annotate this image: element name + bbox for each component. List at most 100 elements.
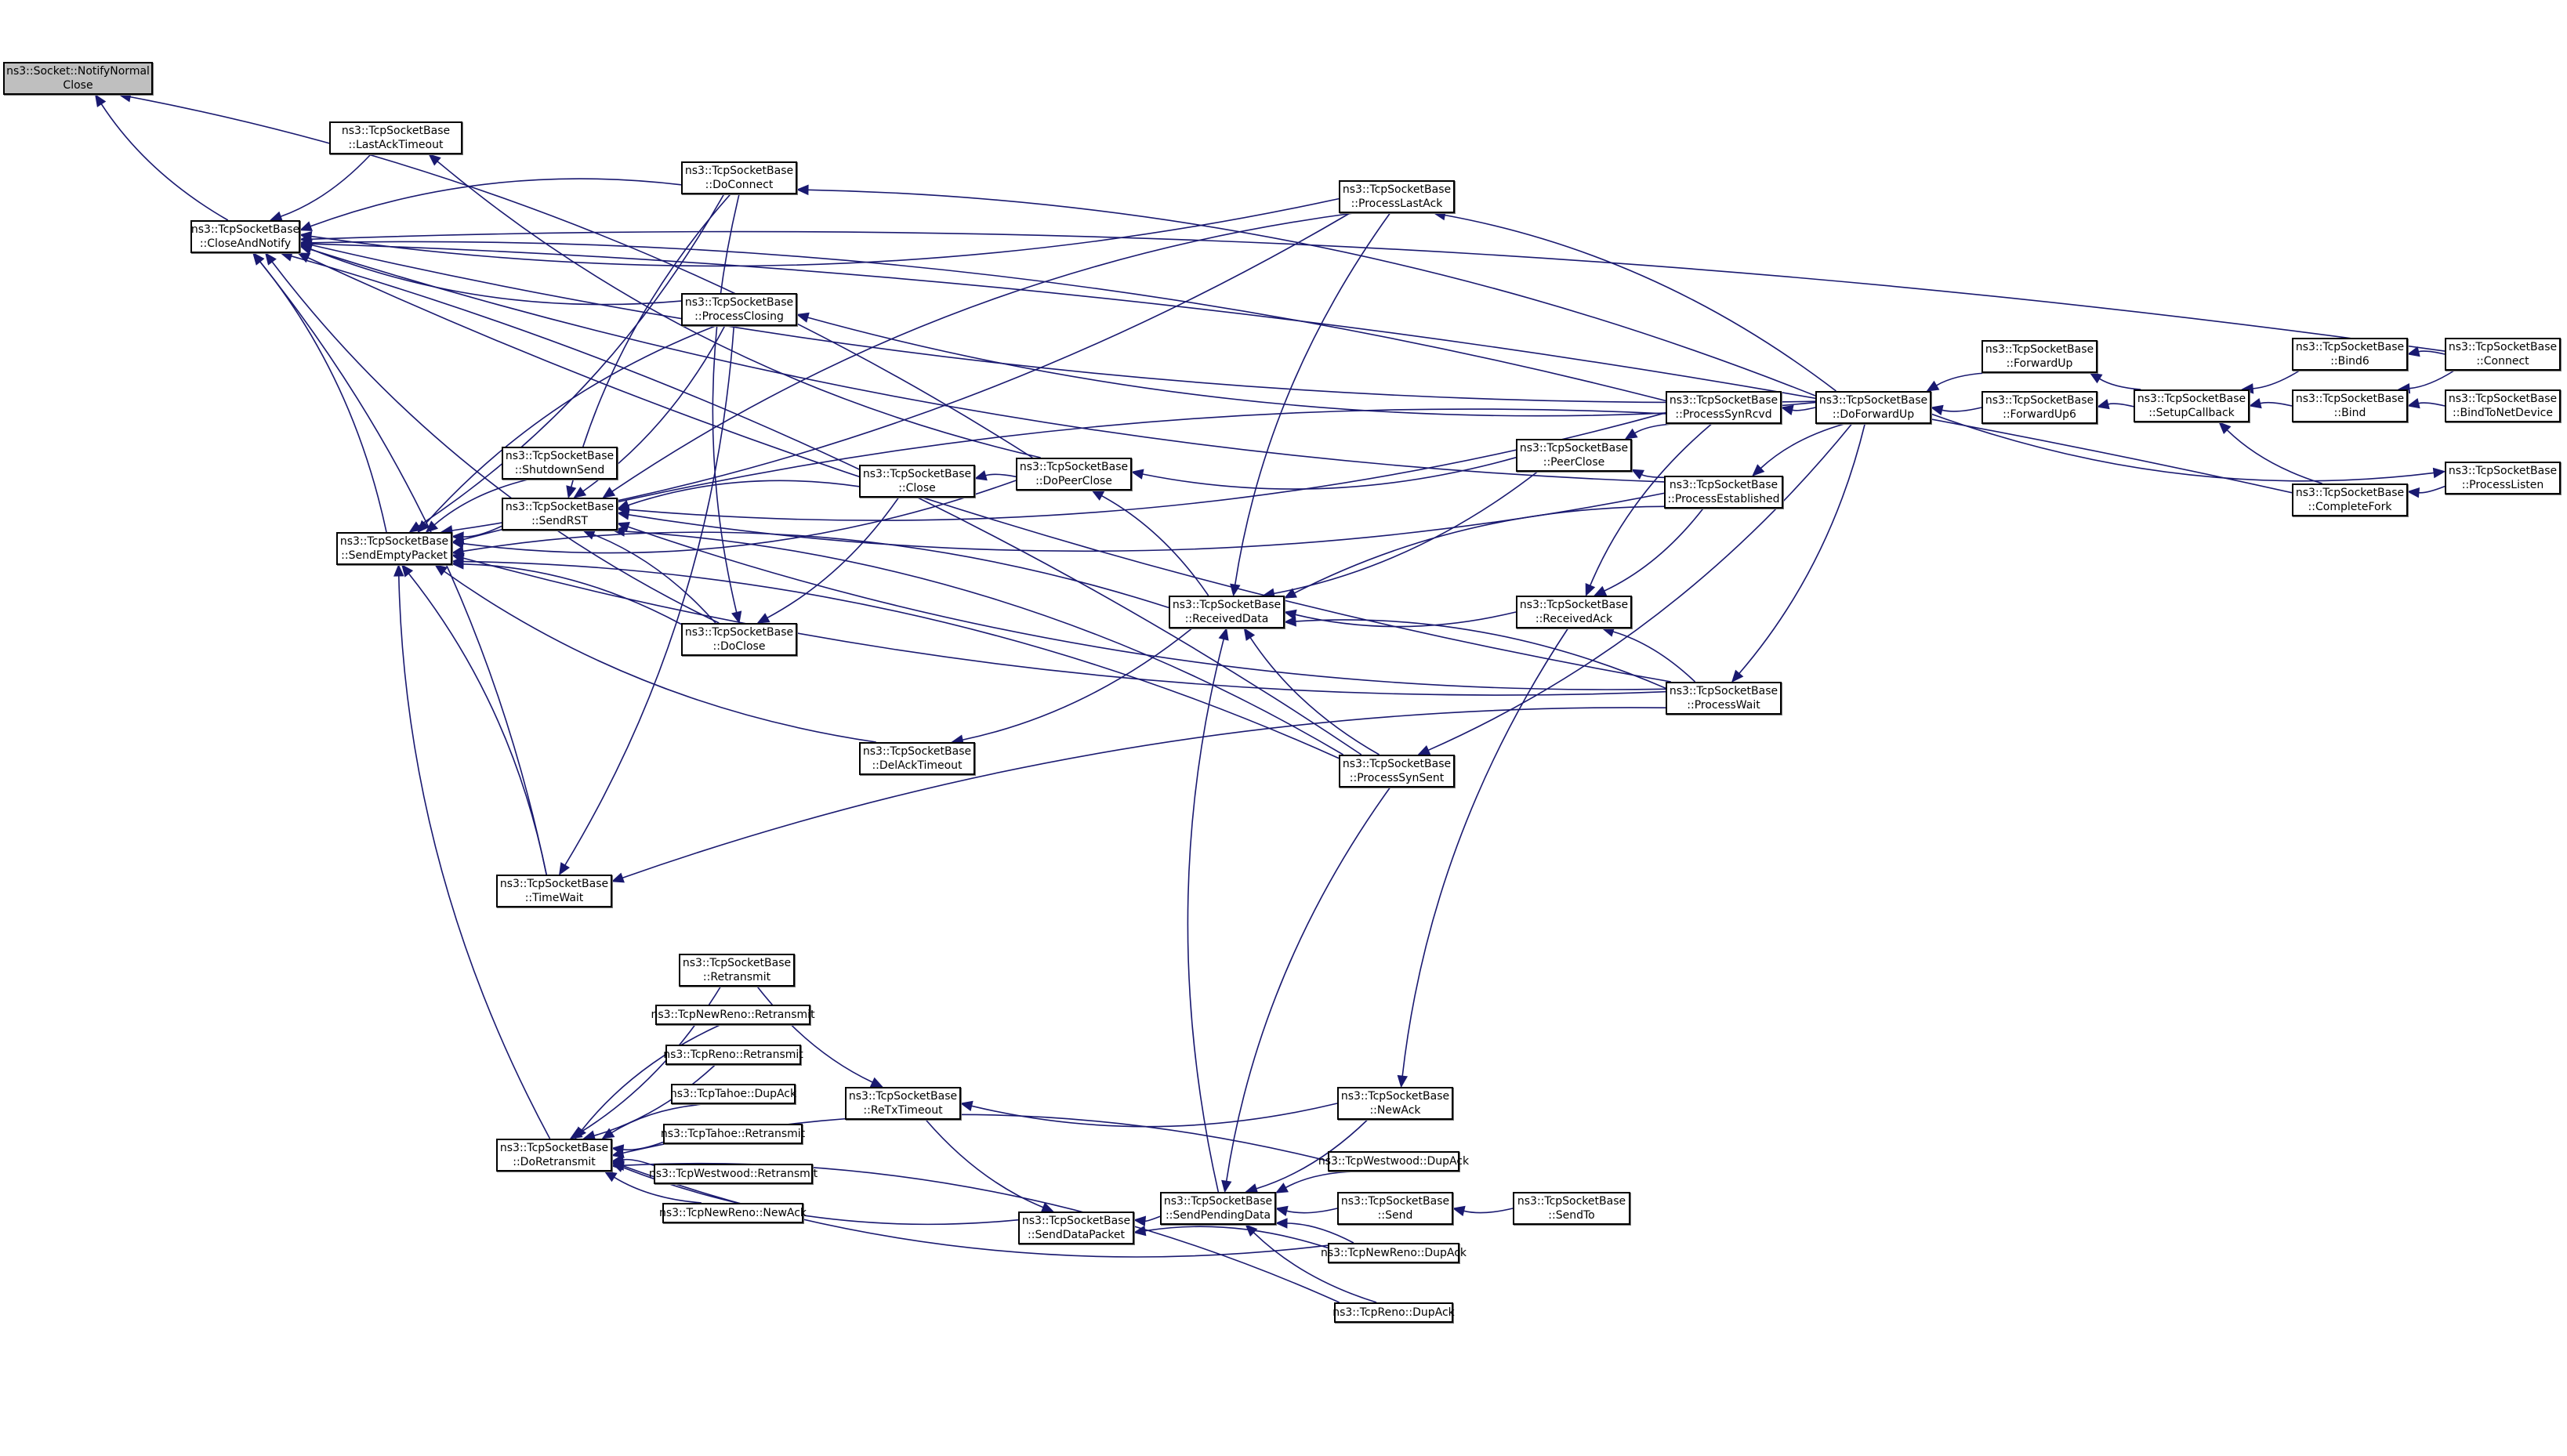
node-label-line2: ::ProcessWait bbox=[1687, 699, 1760, 712]
node-process-listen[interactable]: ns3::TcpSocketBase::ProcessListen bbox=[2445, 462, 2561, 494]
edge-process-listen-to-complete-fork bbox=[2418, 485, 2446, 494]
node-label-line2: ::BindToNetDevice bbox=[2453, 407, 2553, 419]
edge-send-rst-to-send-empty-packet bbox=[462, 525, 502, 538]
node-label-line1: ns3::TcpSocketBase bbox=[1519, 442, 1629, 455]
node-label-line2: ::ReTxTimeout bbox=[863, 1104, 943, 1117]
node-del-ack-timeout[interactable]: ns3::TcpSocketBase::DelAckTimeout bbox=[859, 742, 975, 775]
node-new-ack[interactable]: ns3::TcpSocketBase::NewAck bbox=[1337, 1087, 1453, 1120]
node-last-ack-timeout[interactable]: ns3::TcpSocketBase::LastAckTimeout bbox=[329, 121, 462, 154]
node-close[interactable]: ns3::TcpSocketBase::Close bbox=[859, 465, 975, 498]
node-label-line2: ::Close bbox=[898, 482, 936, 494]
arrowhead-icon bbox=[297, 252, 311, 263]
node-label-line1: ns3::TcpSocketBase bbox=[848, 1090, 958, 1103]
node-process-syn-sent[interactable]: ns3::TcpSocketBase::ProcessSynSent bbox=[1339, 755, 1455, 788]
arrowhead-icon bbox=[2218, 422, 2232, 434]
node-shutdown-send[interactable]: ns3::TcpSocketBase::ShutdownSend bbox=[502, 447, 618, 480]
node-bind[interactable]: ns3::TcpSocketBase::Bind bbox=[2292, 389, 2408, 422]
node-do-forward-up[interactable]: ns3::TcpSocketBase::DoForwardUp bbox=[1815, 391, 1931, 424]
node-label-line1: ns3::TcpSocketBase bbox=[1172, 599, 1282, 611]
arrowhead-icon bbox=[1926, 380, 1940, 392]
node-label-line2: ::NewAck bbox=[1369, 1104, 1421, 1117]
node-process-closing[interactable]: ns3::TcpSocketBase::ProcessClosing bbox=[681, 293, 797, 326]
edge-del-ack-timeout-to-send-empty-packet bbox=[444, 570, 876, 743]
node-label-line2: ::Connect bbox=[2476, 355, 2529, 368]
node-send-rst[interactable]: ns3::TcpSocketBase::SendRST bbox=[502, 498, 618, 531]
edge-process-last-ack-to-close-and-notify bbox=[310, 197, 1340, 267]
arrowhead-icon bbox=[731, 610, 742, 625]
edge-send-data-packet-to-do-retransmit bbox=[622, 1166, 1019, 1226]
node-label-line1: ns3::TcpSocketBase bbox=[499, 878, 609, 890]
node-process-established[interactable]: ns3::TcpSocketBase::ProcessEstablished bbox=[1664, 476, 1783, 509]
node-send-empty-packet[interactable]: ns3::TcpSocketBase::SendEmptyPacket bbox=[336, 532, 452, 565]
node-reno-dupack[interactable]: ns3::TcpReno::DupAck bbox=[1332, 1302, 1455, 1323]
node-tahoe-dupack[interactable]: ns3::TcpTahoe::DupAck bbox=[670, 1084, 796, 1104]
arrowhead-icon bbox=[574, 1126, 587, 1139]
arrowhead-icon bbox=[959, 1100, 974, 1111]
arrowhead-icon bbox=[1585, 583, 1596, 597]
node-retx-timeout[interactable]: ns3::TcpSocketBase::ReTxTimeout bbox=[845, 1087, 961, 1120]
node-send-data-packet[interactable]: ns3::TcpSocketBase::SendDataPacket bbox=[1018, 1212, 1134, 1244]
node-do-peer-close[interactable]: ns3::TcpSocketBase::DoPeerClose bbox=[1016, 458, 1132, 491]
arrowhead-icon bbox=[1274, 1205, 1289, 1216]
edge-peer-close-to-received-data bbox=[1274, 471, 1538, 595]
node-label-line1: ns3::TcpTahoe::Retransmit bbox=[660, 1128, 806, 1140]
edge-process-wait-to-send-rst bbox=[627, 526, 1666, 690]
arrowhead-icon bbox=[974, 470, 988, 481]
node-tahoe-retransmit[interactable]: ns3::TcpTahoe::Retransmit bbox=[660, 1124, 806, 1144]
edge-process-syn-sent-to-send-rst bbox=[624, 531, 1344, 755]
node-label-line1: ns3::TcpSocketBase bbox=[1021, 1215, 1131, 1227]
node-label-line2: ::DoForwardUp bbox=[1832, 408, 1915, 421]
edge-received-ack-to-new-ack bbox=[1401, 628, 1569, 1077]
node-send[interactable]: ns3::TcpSocketBase::Send bbox=[1337, 1192, 1453, 1225]
node-send-pending-data[interactable]: ns3::TcpSocketBase::SendPendingData bbox=[1160, 1192, 1276, 1225]
arrowhead-icon bbox=[2406, 487, 2420, 498]
node-do-connect[interactable]: ns3::TcpSocketBase::DoConnect bbox=[681, 161, 797, 194]
node-forward-up6[interactable]: ns3::TcpSocketBase::ForwardUp6 bbox=[1981, 391, 2097, 424]
node-newreno-newack[interactable]: ns3::TcpNewReno::NewAck bbox=[659, 1203, 807, 1223]
node-newreno-retransmit[interactable]: ns3::TcpNewReno::Retransmit bbox=[651, 1005, 815, 1025]
node-label-line2: ::ProcessClosing bbox=[694, 310, 784, 323]
node-label-line2: ::ProcessListen bbox=[2461, 479, 2544, 491]
node-peer-close[interactable]: ns3::TcpSocketBase::PeerClose bbox=[1516, 439, 1632, 472]
node-label-line1: ns3::TcpSocketBase bbox=[505, 501, 615, 513]
node-reno-retransmit[interactable]: ns3::TcpReno::Retransmit bbox=[663, 1045, 803, 1065]
node-received-ack[interactable]: ns3::TcpSocketBase::ReceivedAck bbox=[1516, 596, 1632, 628]
node-label-line1: ns3::TcpReno::DupAck bbox=[1332, 1306, 1455, 1319]
node-connect[interactable]: ns3::TcpSocketBase::Connect bbox=[2445, 338, 2561, 371]
node-received-data[interactable]: ns3::TcpSocketBase::ReceivedData bbox=[1169, 596, 1285, 628]
edge-send-to-to-send bbox=[1463, 1208, 1514, 1214]
node-label-line2: ::SendEmptyPacket bbox=[341, 549, 448, 562]
node-process-last-ack[interactable]: ns3::TcpSocketBase::ProcessLastAck bbox=[1339, 180, 1455, 213]
node-westwood-retransmit[interactable]: ns3::TcpWestwood::Retransmit bbox=[649, 1164, 818, 1184]
node-do-retransmit[interactable]: ns3::TcpSocketBase::DoRetransmit bbox=[496, 1139, 612, 1172]
node-newreno-dupack[interactable]: ns3::TcpNewReno::DupAck bbox=[1321, 1243, 1467, 1263]
node-westwood-dupack[interactable]: ns3::TcpWestwood::DupAck bbox=[1318, 1151, 1469, 1172]
edge-connect-to-bind6 bbox=[2418, 350, 2446, 355]
edge-process-wait-to-close-and-notify bbox=[307, 257, 1671, 683]
edge-do-forward-up-to-process-last-ack bbox=[1445, 214, 1836, 392]
edge-time-wait-to-send-empty-packet bbox=[408, 573, 547, 875]
node-process-wait[interactable]: ns3::TcpSocketBase::ProcessWait bbox=[1666, 682, 1782, 715]
node-send-to[interactable]: ns3::TcpSocketBase::SendTo bbox=[1513, 1192, 1630, 1225]
node-do-close[interactable]: ns3::TcpSocketBase::DoClose bbox=[681, 623, 797, 656]
edge-peer-close-to-do-peer-close bbox=[1142, 457, 1517, 490]
node-forward-up[interactable]: ns3::TcpSocketBase::ForwardUp bbox=[1981, 340, 2097, 373]
node-label-line2: ::Send bbox=[1377, 1209, 1413, 1222]
node-bind-to-net-device[interactable]: ns3::TcpSocketBase::BindToNetDevice bbox=[2445, 389, 2561, 422]
edge-process-closing-to-time-wait bbox=[564, 325, 735, 866]
node-complete-fork[interactable]: ns3::TcpSocketBase::CompleteFork bbox=[2292, 484, 2408, 516]
node-process-syn-rcvd[interactable]: ns3::TcpSocketBase::ProcessSynRcvd bbox=[1666, 391, 1782, 424]
edge-process-syn-rcvd-to-peer-close bbox=[1634, 423, 1673, 434]
node-close-and-notify[interactable]: ns3::TcpSocketBase::CloseAndNotify bbox=[190, 220, 300, 253]
node-bind6[interactable]: ns3::TcpSocketBase::Bind6 bbox=[2292, 338, 2408, 371]
edge-process-established-to-close-and-notify bbox=[310, 248, 1665, 483]
arrowhead-icon bbox=[434, 564, 448, 576]
node-label-line1: ns3::TcpSocketBase bbox=[2448, 341, 2558, 353]
edge-do-peer-close-to-send-empty-packet bbox=[462, 480, 1017, 554]
edge-westwood-dupack-to-send-pending-data bbox=[1285, 1171, 1356, 1189]
node-time-wait[interactable]: ns3::TcpSocketBase::TimeWait bbox=[496, 875, 612, 907]
arrowhead-icon bbox=[1283, 609, 1297, 620]
node-tsb-retransmit[interactable]: ns3::TcpSocketBase::Retransmit bbox=[679, 954, 795, 987]
node-setup-callback[interactable]: ns3::TcpSocketBase::SetupCallback bbox=[2134, 389, 2250, 422]
arrowhead-icon bbox=[2089, 372, 2103, 384]
